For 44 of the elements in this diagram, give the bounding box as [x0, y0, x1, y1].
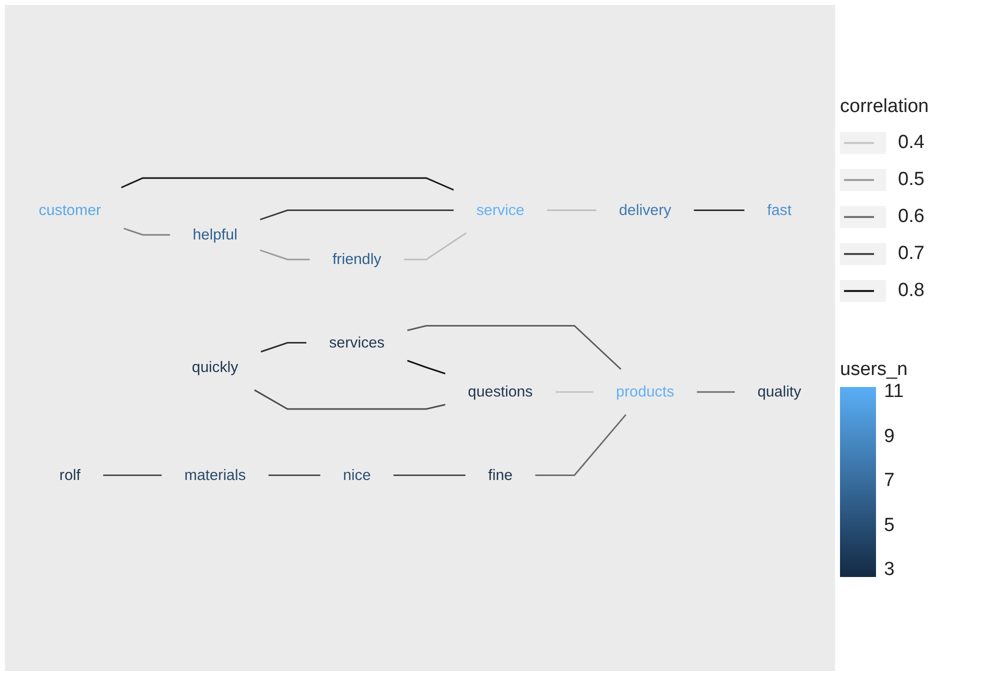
node-text: delivery	[619, 202, 672, 219]
connector	[547, 209, 596, 211]
legend-label: 0.7	[898, 242, 924, 264]
legend-label: 0.4	[898, 132, 924, 154]
legend-label: 0.5	[898, 168, 924, 190]
connector	[121, 177, 454, 191]
connector	[696, 391, 735, 393]
node-text: services	[329, 334, 385, 352]
connector	[260, 249, 310, 260]
node-text: service	[476, 202, 524, 219]
node-text: customer	[38, 202, 102, 219]
connector	[535, 414, 626, 476]
connector	[268, 474, 320, 476]
node-text: fast	[767, 202, 792, 219]
tick-label: 9	[884, 426, 896, 448]
legend-title: users_n	[840, 359, 908, 381]
node-text: rolf	[59, 466, 80, 484]
legend-label: 0.8	[898, 280, 924, 302]
connector	[260, 209, 454, 220]
connector	[694, 209, 744, 211]
legend-title: correlation	[840, 96, 929, 118]
connector	[124, 228, 170, 236]
connector	[407, 324, 622, 370]
node-text: nice	[342, 466, 371, 484]
node-text: fine	[488, 466, 513, 484]
connector	[404, 232, 467, 260]
tick-label: 5	[884, 514, 896, 536]
node-text: products	[616, 384, 674, 400]
connector	[103, 474, 162, 476]
connector	[254, 389, 446, 410]
connector	[260, 342, 306, 352]
connector	[407, 360, 446, 374]
connector	[393, 474, 466, 476]
connector	[555, 391, 594, 393]
node-text: friendly	[332, 251, 382, 268]
tick-label: 11	[884, 381, 904, 403]
node-text: questions	[468, 384, 533, 400]
node-text: quickly	[192, 359, 238, 376]
legend-label: 0.6	[898, 206, 924, 228]
node-text: materials	[184, 466, 246, 484]
tick-label: 7	[884, 470, 896, 492]
tick-label: 3	[884, 559, 896, 581]
node-text: helpful	[192, 226, 238, 244]
node-text: quality	[757, 384, 802, 400]
